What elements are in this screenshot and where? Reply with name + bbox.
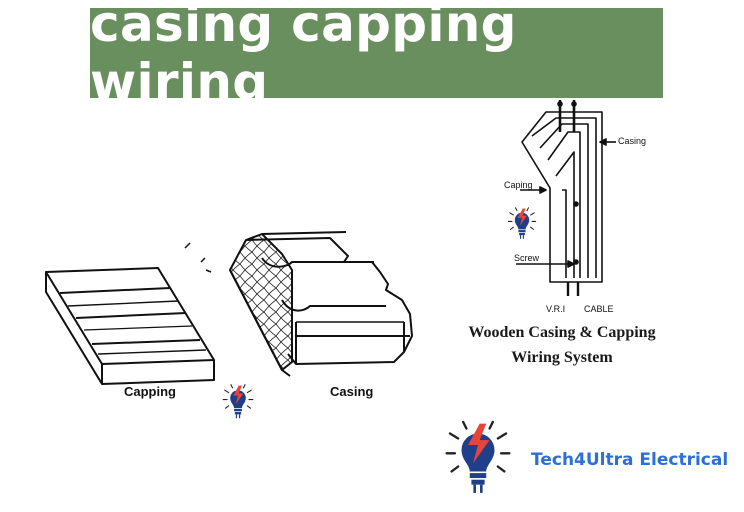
capping-callout: Caping <box>504 180 533 190</box>
bulb-icon <box>507 207 537 240</box>
bulb-icon <box>222 384 254 419</box>
diagram-caption-line-2: Wiring System <box>511 349 613 366</box>
casing-piece <box>229 231 413 377</box>
diagram-caption-line-1: Wooden Casing & Capping <box>468 324 656 341</box>
page-title: casing capping wiring <box>90 0 517 111</box>
brand-name: Tech4Ultra Electrical <box>531 450 729 470</box>
title-banner: casing capping wiring <box>90 0 663 111</box>
capping-piece <box>45 267 215 385</box>
brand-logo-icon <box>445 420 511 495</box>
casing-label: Casing <box>330 384 373 399</box>
vri-label: V.R.I <box>546 304 565 314</box>
scribble-marks <box>184 242 212 273</box>
casing-capping-system-drawing <box>516 100 616 296</box>
casing-callout: Casing <box>618 136 646 146</box>
screw-callout: Screw <box>514 253 540 263</box>
capping-label: Capping <box>124 384 176 399</box>
cable-label: CABLE <box>584 304 614 314</box>
